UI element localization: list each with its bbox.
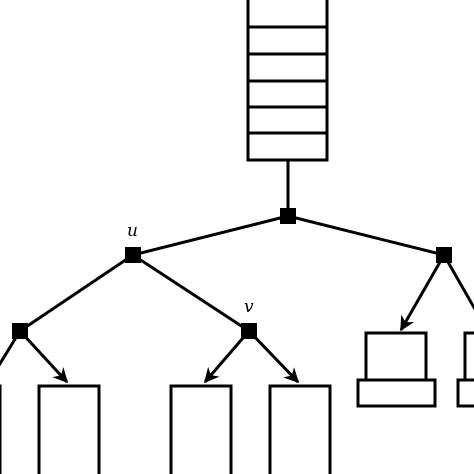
edge-left-offscreen	[0, 330, 22, 367]
arrow-v-to-box-right	[247, 329, 300, 384]
edge-u-left	[19, 253, 134, 333]
edge-u-v	[132, 253, 250, 333]
edge-right-offscreen	[442, 254, 474, 311]
edge-root-right	[287, 214, 445, 257]
arrow-right-to-box	[399, 254, 446, 332]
box-bottom-2	[169, 384, 233, 474]
box-bottom-3	[268, 384, 332, 474]
label-v: v	[244, 297, 254, 317]
arrow-left-to-box	[18, 329, 69, 384]
node-v	[241, 323, 257, 339]
arrow-v-to-box-left	[203, 330, 251, 384]
node-right	[436, 247, 452, 263]
box-right-2	[463, 331, 474, 395]
node-root	[280, 208, 296, 224]
stack	[246, 0, 329, 162]
box-right-flat-2	[456, 378, 474, 408]
box-right-flat-1	[356, 378, 437, 408]
label-u: u	[127, 221, 138, 241]
node-u	[125, 247, 141, 263]
box-bottom-1	[37, 384, 101, 474]
node-left	[12, 323, 28, 339]
edge-root-u	[132, 214, 289, 257]
